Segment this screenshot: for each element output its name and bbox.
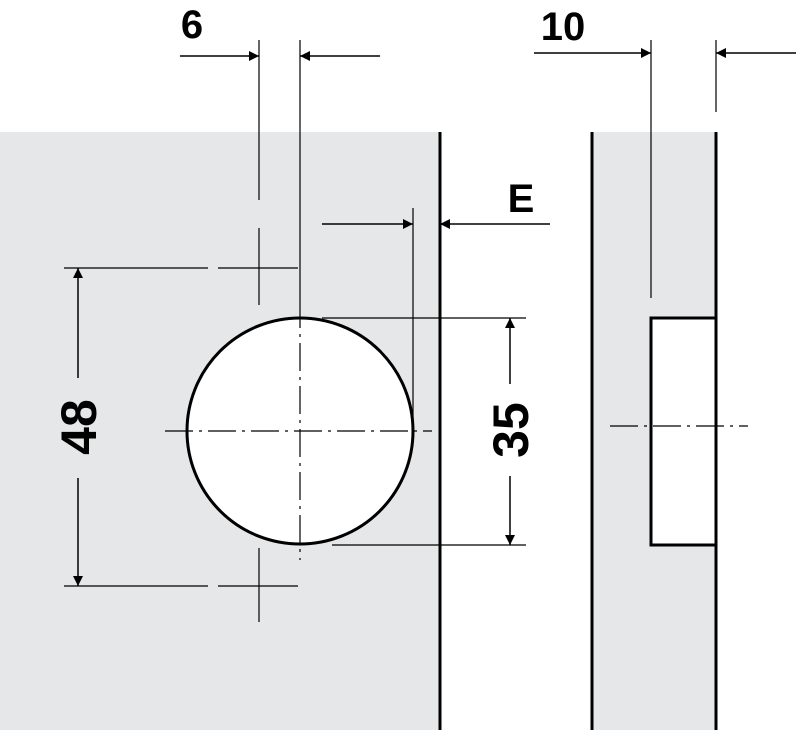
dim-e-label: E [508, 177, 535, 221]
dim-10-label: 10 [541, 5, 586, 49]
dim-35-label: 35 [483, 402, 539, 458]
dim-6-label: 6 [181, 3, 203, 47]
cup-recess [649, 316, 718, 547]
dim-48-label: 48 [51, 399, 107, 455]
